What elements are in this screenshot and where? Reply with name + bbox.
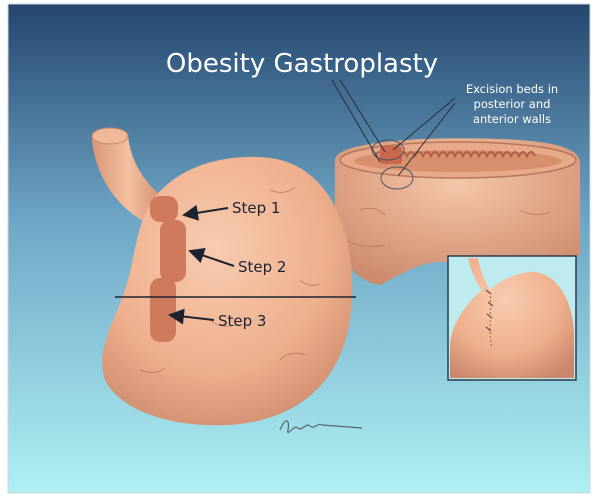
step-3-label: Step 3 (218, 312, 266, 330)
callout-text: Excision beds in posterior and anterior … (466, 82, 558, 126)
step-2-label: Step 2 (238, 258, 286, 276)
excision-strip-step1 (150, 196, 178, 222)
excision-strip-step3 (150, 278, 176, 342)
callout-line-3: anterior walls (473, 112, 551, 126)
callout-line-1: Excision beds in (466, 82, 558, 96)
inset-closed-stomach (448, 256, 576, 380)
step-1-label: Step 1 (232, 199, 280, 217)
callout-line-2: posterior and (474, 97, 551, 111)
excision-strip-step2 (160, 220, 186, 282)
page-title: Obesity Gastroplasty (166, 49, 438, 79)
